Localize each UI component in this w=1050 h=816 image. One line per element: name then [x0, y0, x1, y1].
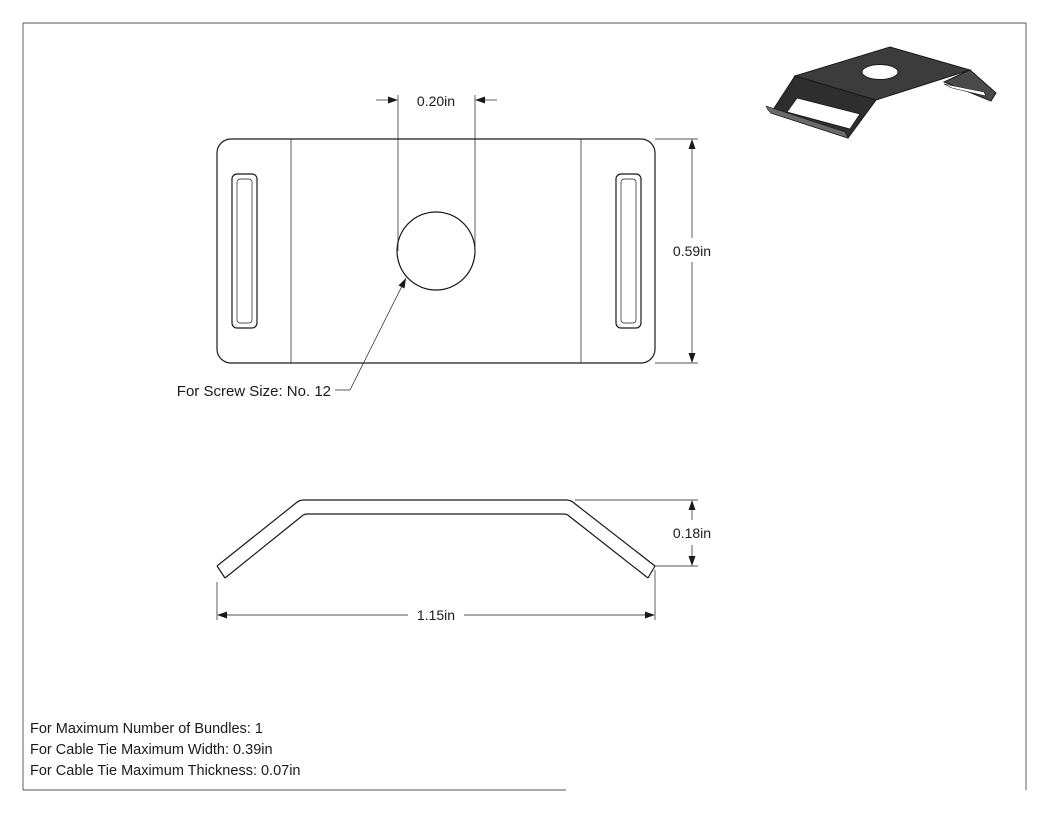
screw-hole	[396, 211, 476, 291]
length-dimension: 1.15in	[216, 570, 656, 623]
profile-height-label: 0.18in	[673, 525, 711, 541]
note-max-width: For Cable Tie Maximum Width: 0.39in	[30, 742, 273, 758]
sheet-border	[22, 22, 1027, 791]
profile-inner	[224, 513, 649, 579]
height-label: 0.59in	[673, 243, 711, 259]
height-dimension: 0.59in	[655, 138, 711, 364]
length-label: 1.15in	[417, 607, 455, 623]
profile-outer	[216, 499, 656, 567]
screw-size-callout: For Screw Size: No. 12	[177, 277, 407, 400]
note-max-thickness: For Cable Tie Maximum Thickness: 0.07in	[30, 763, 301, 779]
top-view	[216, 138, 656, 364]
hole-spacing-label: 0.20in	[417, 93, 455, 109]
note-max-bundles: For Maximum Number of Bundles: 1	[30, 721, 263, 737]
mount-outline	[216, 138, 656, 364]
render-hole	[861, 64, 899, 80]
isometric-render	[765, 46, 997, 139]
notes-block: For Maximum Number of Bundles: 1 For Cab…	[30, 721, 301, 779]
hole-spacing-dimension: 0.20in	[376, 93, 497, 251]
profile-height-dimension: 0.18in	[575, 499, 711, 567]
right-slot	[615, 173, 642, 329]
left-slot	[231, 173, 258, 329]
screw-size-label: For Screw Size: No. 12	[177, 383, 331, 400]
side-view	[216, 499, 656, 579]
